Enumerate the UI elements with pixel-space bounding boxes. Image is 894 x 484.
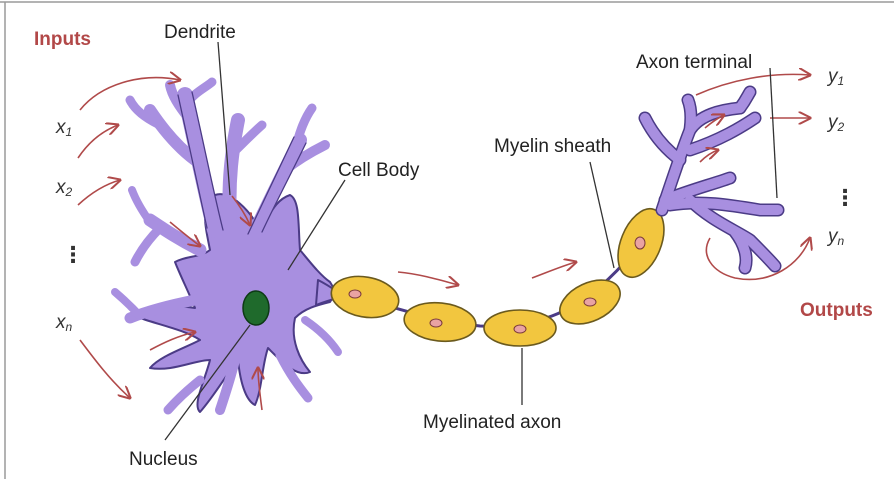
input-ellipsis: ⋮ (62, 242, 84, 267)
neuron-cell (115, 82, 338, 412)
axon-arrow (532, 262, 576, 278)
input-arrow (80, 340, 130, 398)
cell-body-label: Cell Body (338, 160, 420, 181)
dendrite-label: Dendrite (164, 22, 236, 43)
myelinated-axon-chain (328, 202, 673, 346)
axon-terminal-leader (770, 68, 777, 198)
output-yn: yn (826, 226, 845, 248)
input-x1: x1 (55, 117, 72, 139)
nucleus-shape (243, 291, 269, 325)
myelin-nucleus (430, 319, 442, 327)
myelin-nucleus (349, 290, 361, 298)
myelin-nucleus (635, 237, 645, 249)
myelin-sheath-leader (590, 162, 614, 268)
input-x2: x2 (55, 177, 73, 199)
input-arrow (78, 180, 120, 205)
myelin-nucleus (514, 325, 526, 333)
output-y1: y1 (826, 66, 844, 88)
myelin-sheath-label: Myelin sheath (494, 136, 611, 157)
nucleus-label: Nucleus (129, 449, 198, 470)
inputs-label: Inputs (34, 29, 91, 50)
axon-terminal-label: Axon terminal (636, 52, 752, 73)
myelin-segment (328, 271, 402, 322)
axon-arrow (398, 272, 458, 285)
output-ellipsis: ⋮ (834, 185, 856, 210)
outputs-label: Outputs (800, 300, 873, 321)
input-arrow (78, 125, 118, 158)
output-y2: y2 (826, 112, 845, 134)
input-xn: xn (55, 312, 73, 334)
myelinated-axon-label: Myelinated axon (423, 412, 561, 433)
myelin-nucleus (584, 298, 596, 306)
axon-terminal-branches (645, 92, 778, 268)
